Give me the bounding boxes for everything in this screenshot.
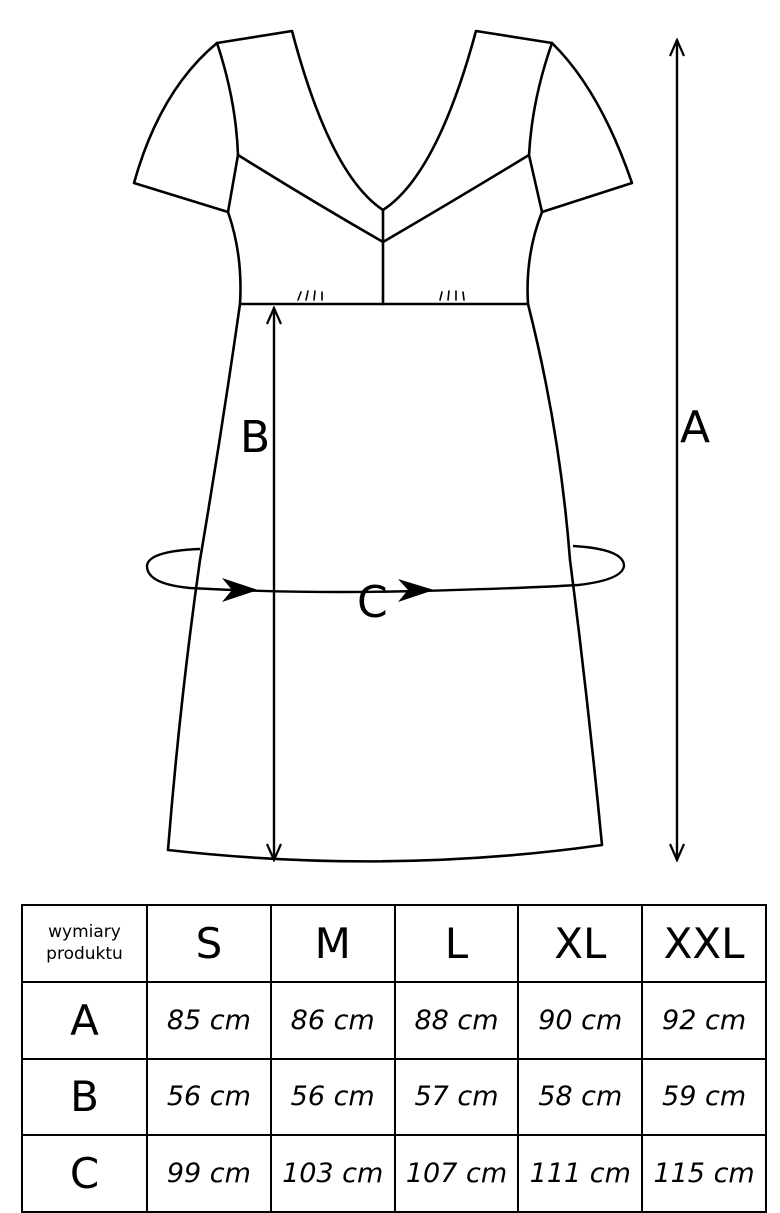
- bodice-right-line: [381, 153, 531, 244]
- table-cell: 90 cm: [517, 980, 644, 1060]
- measure-b-arrow: B: [240, 308, 274, 860]
- right-sleeve-seam: [527, 41, 554, 214]
- table-cell: 107 cm: [393, 1134, 520, 1213]
- table-header-row: wymiary produktu S M L XL XXL: [21, 904, 767, 983]
- label-a: A: [680, 402, 710, 453]
- table-cell: 85 cm: [146, 980, 272, 1060]
- table-cell: 86 cm: [269, 980, 396, 1060]
- size-header-xl: XL: [517, 904, 644, 983]
- row-label-c: C: [21, 1134, 148, 1213]
- corner-line-1: wymiary: [48, 922, 121, 943]
- table-cell: 59 cm: [641, 1057, 767, 1137]
- label-b: B: [240, 412, 270, 463]
- table-cell: 56 cm: [146, 1057, 272, 1137]
- dress-silhouette: [132, 29, 634, 863]
- size-header-l: L: [393, 904, 520, 983]
- row-label-b: B: [21, 1057, 148, 1137]
- left-sleeve-seam: [215, 41, 240, 214]
- table-cell: 99 cm: [146, 1134, 272, 1213]
- label-c: C: [357, 577, 388, 628]
- size-header-m: M: [269, 904, 396, 983]
- c-arrowhead-right: [398, 579, 434, 602]
- table-cell: 111 cm: [517, 1134, 644, 1213]
- dress-outline: [132, 29, 634, 863]
- size-table: wymiary produktu S M L XL XXL A 85 cm 86…: [21, 904, 767, 1213]
- gather-marks-right: [439, 290, 465, 301]
- table-cell: 57 cm: [393, 1057, 520, 1137]
- c-arrowhead-left: [222, 578, 258, 602]
- size-header-xxl: XXL: [641, 904, 767, 983]
- table-cell: 88 cm: [393, 980, 520, 1060]
- size-header-s: S: [146, 904, 272, 983]
- row-label-a: A: [21, 980, 148, 1060]
- table-cell: 115 cm: [641, 1134, 767, 1213]
- table-row: A 85 cm 86 cm 88 cm 90 cm 92 cm: [21, 980, 767, 1060]
- corner-line-2: produktu: [46, 944, 123, 965]
- table-cell: 103 cm: [269, 1134, 396, 1213]
- table-cell: 92 cm: [641, 980, 767, 1060]
- gather-marks-left: [297, 290, 323, 301]
- measure-c-loop: C: [145, 544, 626, 628]
- table-row: B 56 cm 56 cm 57 cm 58 cm 59 cm: [21, 1057, 767, 1137]
- table-cell: 58 cm: [517, 1057, 644, 1137]
- table-cell: 56 cm: [269, 1057, 396, 1137]
- corner-cell: wymiary produktu: [21, 904, 148, 983]
- measure-a-arrow: A: [677, 40, 710, 860]
- table-row: C 99 cm 103 cm 107 cm 111 cm 115 cm: [21, 1134, 767, 1213]
- bodice-left-line: [236, 153, 385, 244]
- dress-diagram: A B C: [132, 29, 710, 863]
